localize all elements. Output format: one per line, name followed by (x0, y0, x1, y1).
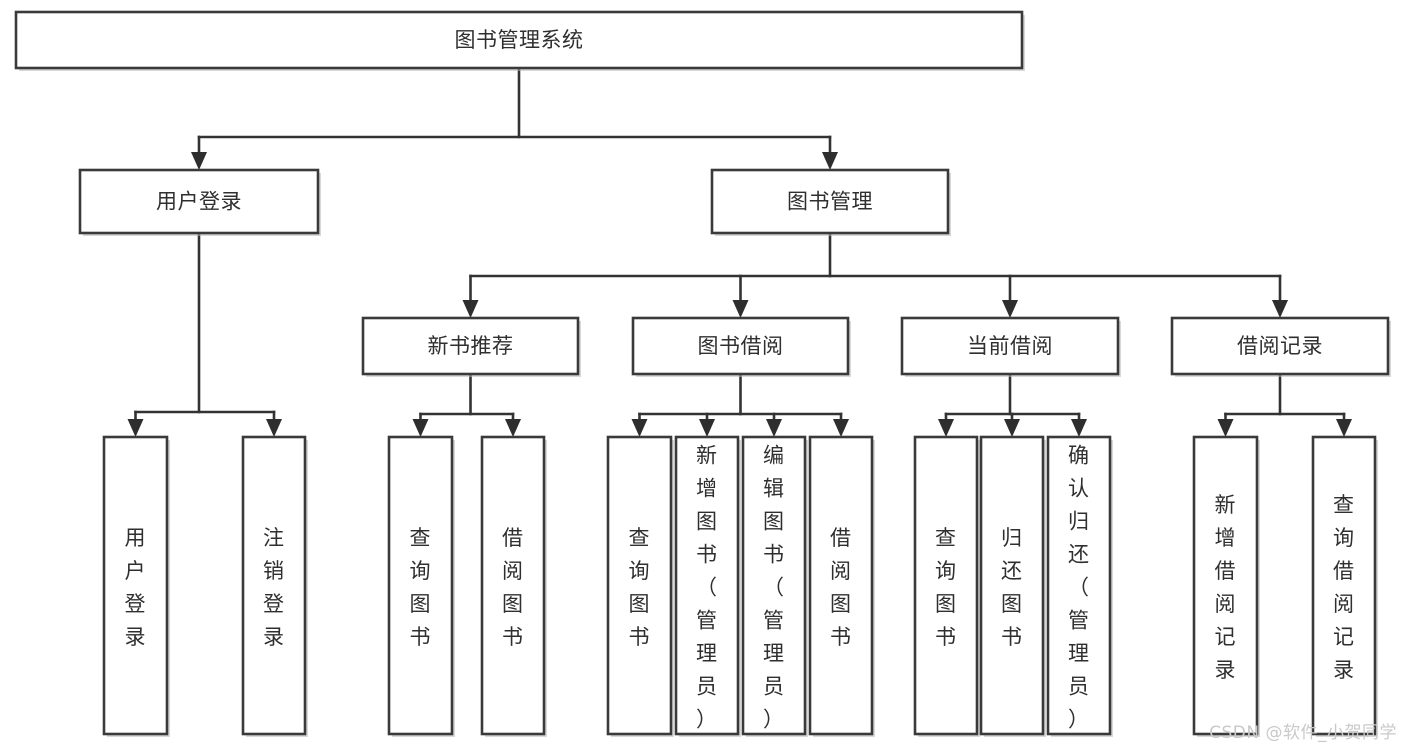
node-借阅记录[interactable]: 借阅记录 (1170, 316, 1391, 377)
node-图书管理系统[interactable]: 图书管理系统 (14, 10, 1025, 71)
node-box[interactable] (1192, 435, 1259, 736)
node-box[interactable] (808, 435, 874, 736)
node-box[interactable] (480, 435, 546, 736)
connector-group (631, 372, 849, 437)
node-box[interactable] (387, 435, 454, 736)
node-新增借阅记录[interactable]: 新增借阅记录 (1192, 435, 1260, 737)
node-box[interactable] (1311, 435, 1377, 736)
node-label: 查询图书 (935, 526, 957, 649)
node-图书借阅[interactable]: 图书借阅 (631, 316, 851, 377)
node-label: 查询图书 (629, 526, 651, 649)
node-box[interactable] (606, 435, 673, 736)
node-用户登录[interactable]: 用户登录 (78, 168, 321, 236)
node-label: 确认归还（管理员） (1068, 444, 1090, 732)
connector-group (938, 372, 1087, 437)
node-box[interactable] (1046, 435, 1112, 736)
node-label: 图书管理系统 (455, 28, 584, 52)
node-label: 注销登录 (263, 526, 285, 649)
node-label: 用户登录 (156, 190, 242, 214)
node-查询图书[interactable]: 查询图书 (606, 435, 674, 737)
node-layer: 图书管理系统用户登录图书管理新书推荐图书借阅当前借阅借阅记录用户登录注销登录查询… (14, 10, 1391, 737)
node-借阅图书[interactable]: 借阅图书 (480, 435, 547, 737)
node-box[interactable] (913, 435, 979, 736)
connector-group (127, 231, 282, 437)
watermark-text: CSDN @软件_小贺同学 (1209, 723, 1397, 743)
node-label: 图书借阅 (698, 334, 784, 358)
node-box[interactable] (674, 435, 740, 736)
node-借阅图书[interactable]: 借阅图书 (808, 435, 875, 737)
connector-group (191, 66, 838, 170)
node-box[interactable] (979, 435, 1045, 736)
node-box[interactable] (1170, 316, 1390, 376)
node-label: 新增图书（管理员） (696, 444, 718, 732)
node-新书推荐[interactable]: 新书推荐 (361, 316, 581, 377)
connector-layer (127, 66, 1352, 437)
node-box[interactable] (900, 316, 1120, 376)
connector-group (412, 372, 521, 437)
node-label: 归还图书 (1001, 526, 1023, 649)
node-box[interactable] (361, 316, 580, 376)
node-box[interactable] (710, 168, 950, 235)
node-label: 新增借阅记录 (1215, 493, 1237, 682)
node-box[interactable] (241, 435, 307, 736)
node-确认归还管理员[interactable]: 确认归还（管理员） (1046, 435, 1113, 737)
node-box[interactable] (631, 316, 850, 376)
node-图书管理[interactable]: 图书管理 (710, 168, 951, 236)
node-label: 借阅记录 (1237, 334, 1323, 358)
node-label: 借阅图书 (830, 526, 852, 649)
node-label: 图书管理 (787, 190, 873, 214)
node-编辑图书管理员[interactable]: 编辑图书（管理员） (741, 435, 808, 737)
node-box[interactable] (78, 168, 320, 235)
node-用户登录[interactable]: 用户登录 (102, 435, 170, 737)
node-box[interactable] (741, 435, 807, 736)
node-查询借阅记录[interactable]: 查询借阅记录 (1311, 435, 1378, 737)
node-label: 借阅图书 (502, 526, 524, 649)
node-box[interactable] (102, 435, 169, 736)
node-label: 当前借阅 (967, 334, 1053, 358)
node-当前借阅[interactable]: 当前借阅 (900, 316, 1121, 377)
connector-group (462, 231, 1288, 318)
node-box[interactable] (14, 10, 1024, 70)
node-label: 新书推荐 (428, 334, 514, 358)
node-查询图书[interactable]: 查询图书 (387, 435, 455, 737)
node-查询图书[interactable]: 查询图书 (913, 435, 980, 737)
connector-group (1217, 372, 1352, 437)
node-label: 查询图书 (410, 526, 432, 649)
node-label: 用户登录 (125, 526, 147, 649)
node-新增图书管理员[interactable]: 新增图书（管理员） (674, 435, 741, 737)
node-label: 查询借阅记录 (1333, 493, 1355, 682)
node-label: 编辑图书（管理员） (763, 444, 785, 732)
node-归还图书[interactable]: 归还图书 (979, 435, 1046, 737)
node-注销登录[interactable]: 注销登录 (241, 435, 308, 737)
